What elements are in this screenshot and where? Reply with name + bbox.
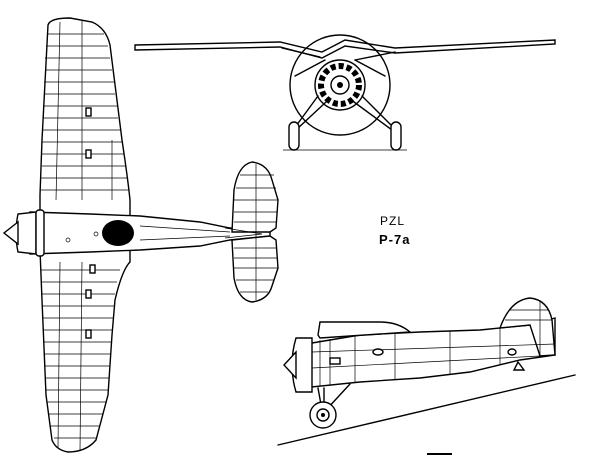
side-view-panel-lines <box>311 300 556 386</box>
top-view-engine-ring <box>35 209 45 257</box>
front-view-engine-cylinders <box>318 63 362 107</box>
top-view-wing-ribs <box>41 33 129 439</box>
top-view-propeller-spinner <box>2 220 19 246</box>
top-view-wing-spars <box>55 20 113 451</box>
top-view-aileron-marks <box>85 107 96 339</box>
front-view-struts <box>281 47 396 131</box>
top-view-horizontal-tail <box>231 161 279 233</box>
top-view <box>2 17 279 453</box>
front-view-wing <box>134 39 556 59</box>
side-view <box>277 297 576 446</box>
model-label: P-7a <box>379 232 411 247</box>
manufacturer-label: PZL <box>380 214 406 228</box>
side-view-propeller-spinner <box>283 350 297 380</box>
top-view-horizontal-tail-lower <box>231 235 279 303</box>
top-view-fuselage-detail <box>65 225 263 243</box>
side-view-details <box>329 348 526 371</box>
top-view-cockpit <box>102 220 134 246</box>
front-view <box>134 34 556 151</box>
top-view-tail-ribs <box>234 164 278 300</box>
front-view-propeller-disc <box>289 34 391 136</box>
top-view-engine-cowl <box>15 211 37 255</box>
front-view-wheel-left <box>288 121 300 151</box>
front-view-wheel-right <box>390 121 402 151</box>
side-view-cockpit-coaming <box>317 321 412 339</box>
side-view-ground <box>277 374 576 446</box>
